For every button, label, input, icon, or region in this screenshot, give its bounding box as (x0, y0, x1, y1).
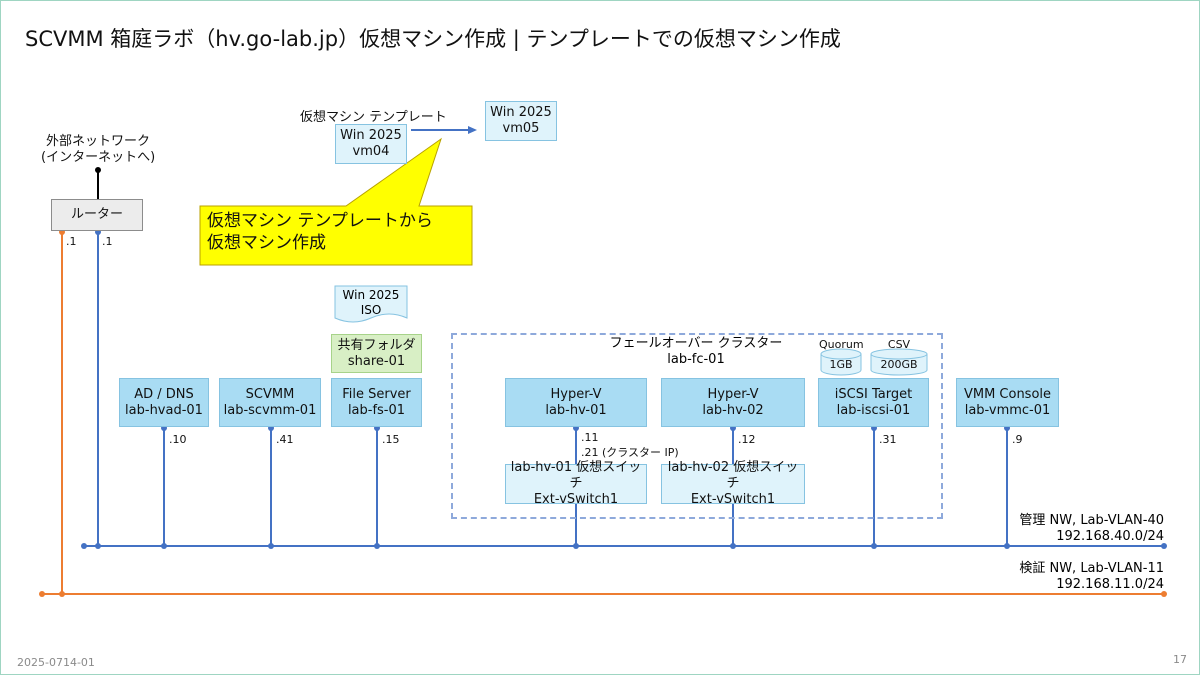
server-cluster-ip: .21 (クラスター IP) (581, 446, 679, 459)
csv-disk-shape (870, 348, 928, 376)
router-ip-blue: .1 (102, 235, 113, 248)
vswitch-hv01: lab-hv-01 仮想スイッチ Ext-vSwitch1 (505, 460, 647, 507)
router-uplink-dot (95, 167, 101, 173)
server-line2: lab-hv-01 (545, 402, 607, 418)
callout-bubble (199, 137, 473, 266)
csv-size: 200GB (880, 358, 918, 371)
callout-line1: 仮想マシン テンプレートから (207, 211, 433, 231)
ad-tap (161, 543, 167, 549)
server-line1: Hyper-V (707, 386, 759, 402)
external-network-sublabel: (インターネットへ) (41, 150, 156, 165)
template-source-vm: Win 2025 vm04 (335, 124, 407, 164)
template-source-line1: Win 2025 (340, 128, 402, 143)
vswitch-hv02: lab-hv-02 仮想スイッチ Ext-vSwitch1 (661, 460, 805, 507)
server-line1: Hyper-V (550, 386, 602, 402)
callout-text: 仮想マシン テンプレートから 仮想マシン作成 (207, 210, 433, 254)
footer-page-number: 17 (1173, 653, 1187, 666)
vswitch-line2: Ext-vSwitch1 (690, 492, 776, 507)
server-line2: lab-scvmm-01 (223, 402, 317, 418)
server-scvmm: SCVMM lab-scvmm-01 (219, 378, 321, 427)
scvmm-tap (268, 543, 274, 549)
server-ad-dns: AD / DNS lab-hvad-01 (119, 378, 209, 427)
share-line2: share-01 (347, 353, 406, 369)
server-line2: lab-hv-02 (702, 402, 764, 418)
router-ip-orange: .1 (66, 235, 77, 248)
template-caption: 仮想マシン テンプレート (300, 110, 447, 125)
mgmt-dot-left (81, 543, 87, 549)
mgmt-network-label: 管理 NW, Lab-VLAN-40 192.168.40.0/24 (961, 513, 1164, 545)
server-line2: lab-vmmc-01 (964, 402, 1051, 418)
cluster-line1: フェールオーバー クラスター (609, 336, 783, 351)
router-node: ルーター (51, 199, 143, 231)
footer-doc-id: 2025-0714-01 (17, 656, 95, 669)
server-line2: lab-iscsi-01 (836, 402, 911, 418)
external-network-label: 外部ネットワーク (46, 134, 151, 149)
mgmt-dot-right (1161, 543, 1167, 549)
hv02-tap (730, 543, 736, 549)
server-vmm-console: VMM Console lab-vmmc-01 (956, 378, 1059, 427)
test-network-label: 検証 NW, Lab-VLAN-11 192.168.11.0/24 (961, 561, 1164, 593)
share-line1: 共有フォルダ (337, 337, 416, 353)
template-arrow-head (468, 126, 477, 134)
cluster-line2: lab-fc-01 (667, 352, 725, 367)
hv01-tap (573, 543, 579, 549)
router-label: ルーター (70, 207, 123, 222)
fs-tap (374, 543, 380, 549)
iso-label: Win 2025 ISO (335, 288, 407, 318)
server-line1: File Server (342, 386, 411, 402)
test-dot-router (59, 591, 65, 597)
router-mgmt-tap (95, 543, 101, 549)
shared-folder: 共有フォルダ share-01 (331, 334, 422, 373)
csv-label: CSV (887, 338, 911, 351)
server-ip: .10 (169, 433, 187, 446)
server-iscsi-target: iSCSI Target lab-iscsi-01 (818, 378, 929, 427)
server-ip: .31 (879, 433, 897, 446)
server-file-server: File Server lab-fs-01 (331, 378, 422, 427)
template-target-line2: vm05 (502, 121, 540, 136)
server-hyperv-01: Hyper-V lab-hv-01 (505, 378, 647, 427)
cluster-label: フェールオーバー クラスター lab-fc-01 (591, 336, 801, 368)
quorum-disk-shape (820, 348, 862, 376)
server-ip: .41 (276, 433, 294, 446)
server-line1: iSCSI Target (834, 386, 913, 402)
vmmc-tap (1004, 543, 1010, 549)
server-ip: .12 (738, 433, 756, 446)
server-line1: SCVMM (245, 386, 295, 402)
vswitch-line2: Ext-vSwitch1 (533, 492, 619, 507)
server-line2: lab-hvad-01 (125, 402, 203, 418)
server-hyperv-02: Hyper-V lab-hv-02 (661, 378, 805, 427)
server-ip: .15 (382, 433, 400, 446)
page-title: SCVMM 箱庭ラボ（hv.go-lab.jp）仮想マシン作成 | テンプレート… (25, 27, 841, 51)
iso-line1: Win 2025 (342, 288, 400, 302)
vswitch-line1: lab-hv-01 仮想スイッチ (510, 460, 642, 491)
vswitch-line1: lab-hv-02 仮想スイッチ (667, 460, 799, 491)
test-network-name: 検証 NW, Lab-VLAN-11 (1019, 561, 1164, 576)
iso-line2: ISO (360, 303, 382, 317)
mgmt-network-subnet: 192.168.40.0/24 (1056, 529, 1164, 544)
test-dot-right (1161, 591, 1167, 597)
template-target-vm: Win 2025 vm05 (485, 101, 557, 141)
quorum-label: Quorum (819, 338, 864, 351)
test-dot-left (39, 591, 45, 597)
iscsi-tap (871, 543, 877, 549)
mgmt-network-name: 管理 NW, Lab-VLAN-40 (1019, 513, 1164, 528)
test-network-subnet: 192.168.11.0/24 (1056, 577, 1164, 592)
quorum-size: 1GB (829, 358, 853, 371)
callout-line2: 仮想マシン作成 (207, 233, 326, 253)
failover-cluster-boundary (451, 333, 943, 519)
server-ip: .11 (581, 431, 599, 444)
template-source-line2: vm04 (352, 144, 390, 159)
template-target-line1: Win 2025 (490, 105, 552, 120)
iso-document-shape (334, 285, 408, 323)
server-line1: VMM Console (963, 386, 1052, 402)
server-ip: .9 (1012, 433, 1023, 446)
server-line1: AD / DNS (134, 386, 194, 402)
server-line2: lab-fs-01 (347, 402, 406, 418)
